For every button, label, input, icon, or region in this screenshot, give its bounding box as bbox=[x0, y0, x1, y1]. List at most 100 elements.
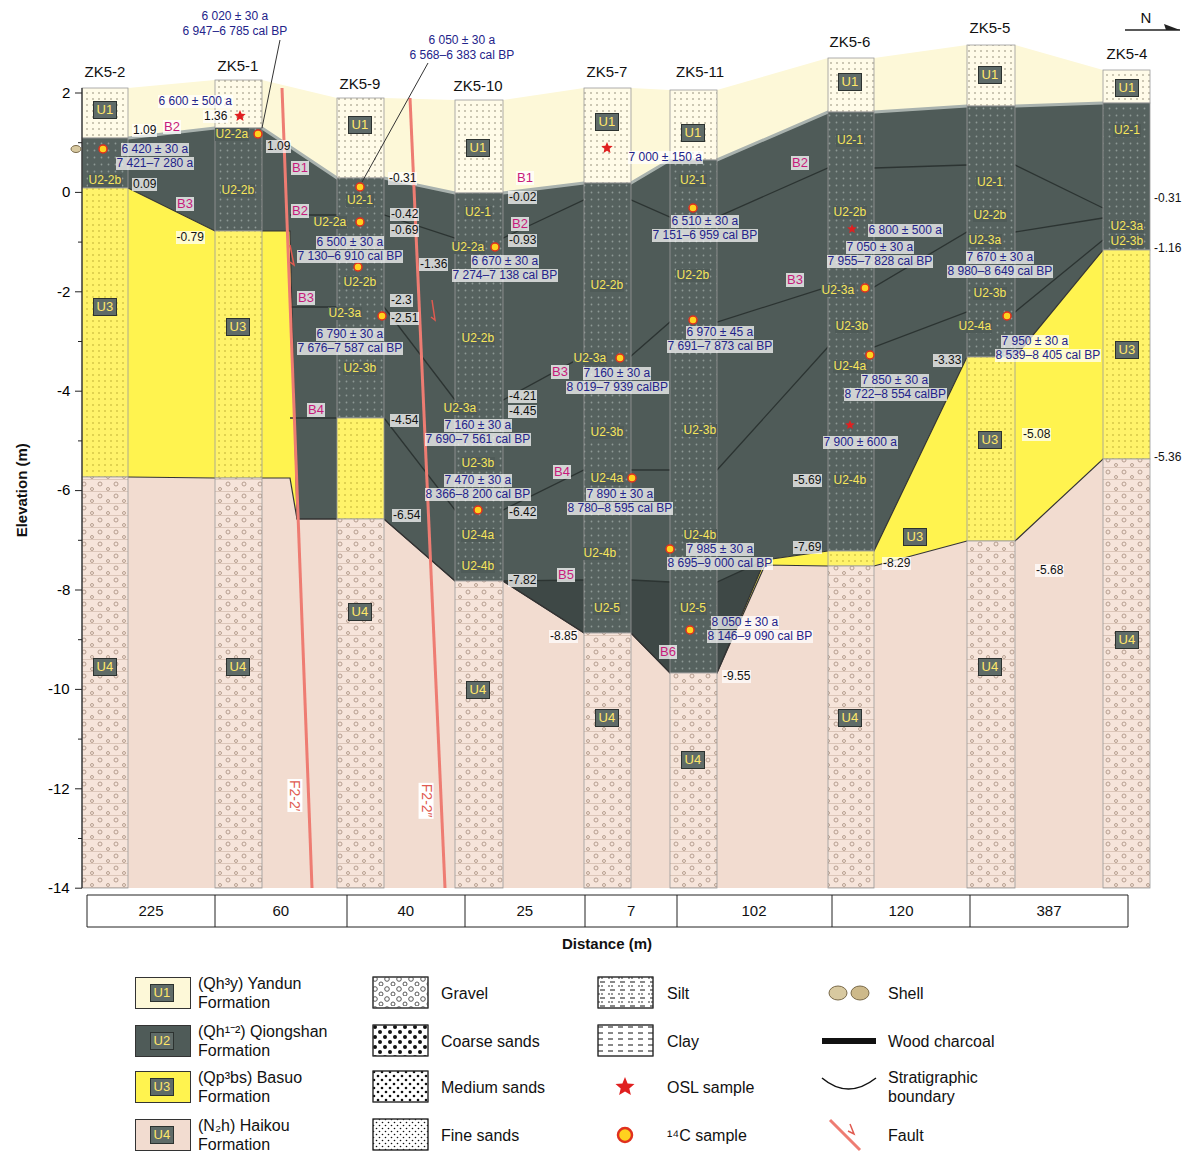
date-label: 8 050 ± 30 a bbox=[711, 616, 780, 629]
unit-label: U2-2b bbox=[461, 332, 496, 345]
elevation-label: -9.55 bbox=[722, 670, 751, 683]
borehole-layer bbox=[337, 519, 384, 888]
borehole-layer-pattern bbox=[1103, 70, 1150, 103]
unit-label: U2-2a bbox=[451, 241, 486, 254]
date-label: 8 780–8 595 cal BP bbox=[567, 502, 674, 515]
fault-motion-arrow bbox=[290, 245, 294, 265]
borehole-layer-pattern bbox=[584, 88, 631, 183]
legend-sample bbox=[820, 976, 878, 1010]
unit-label: U2-2b bbox=[221, 184, 256, 197]
distance-value: 40 bbox=[398, 903, 415, 920]
elevation-label: 1.36 bbox=[203, 110, 228, 123]
borehole-layer-pattern bbox=[584, 183, 631, 633]
legend-text: (N₂h) Haikou Formation bbox=[198, 1116, 353, 1154]
borehole-layer bbox=[828, 58, 874, 112]
unit-label: U2-4a bbox=[833, 360, 868, 373]
osl-sample-marker bbox=[234, 110, 245, 121]
elevation-label: -5.69 bbox=[793, 474, 822, 487]
c14-sample-marker bbox=[628, 474, 636, 482]
date-label: 6 420 ± 30 a bbox=[121, 143, 190, 156]
unit-label: U2-5 bbox=[679, 602, 707, 615]
borehole-layer bbox=[337, 418, 384, 519]
date-label: 7 670 ± 30 a bbox=[966, 251, 1035, 264]
elevation-label: -8.85 bbox=[549, 630, 578, 643]
c14-sample-marker bbox=[474, 506, 482, 514]
date-label: 6 790 ± 30 a bbox=[316, 328, 385, 341]
boundary-label: B2 bbox=[791, 156, 809, 170]
unit-code: U1 bbox=[154, 985, 171, 1000]
boundary-label: B2 bbox=[163, 120, 181, 134]
unit-label: U2-3a bbox=[573, 352, 608, 365]
unit-label: U2-3b bbox=[343, 362, 378, 375]
axis-tick-label: -8 bbox=[57, 582, 70, 599]
legend-text: Fault bbox=[888, 1126, 1018, 1145]
borehole-layer-pattern bbox=[215, 231, 262, 478]
unit-box: U4 bbox=[348, 603, 373, 622]
boundary-label: B4 bbox=[307, 403, 325, 417]
date-label: 8 019–7 939 calBP bbox=[566, 381, 669, 394]
borehole-layer bbox=[1103, 250, 1150, 459]
legend-sample-pattern bbox=[373, 1071, 428, 1102]
date-label: 7 890 ± 30 a bbox=[586, 488, 655, 501]
borehole-name: ZK5-10 bbox=[454, 78, 503, 95]
c14-sample-marker bbox=[866, 351, 874, 359]
unit-box: U4 bbox=[226, 658, 251, 677]
date-label: 7 160 ± 30 a bbox=[583, 367, 652, 380]
legend-text: (Qh¹⁻²) Qiongshan Formation bbox=[198, 1022, 353, 1060]
elevation-label: -0.69 bbox=[390, 224, 419, 237]
distance-value: 102 bbox=[742, 903, 767, 920]
distance-table-line bbox=[585, 895, 586, 927]
borehole-layer-pattern bbox=[828, 551, 874, 566]
legend-text: Silt bbox=[667, 984, 797, 1003]
unit-label: U2-5 bbox=[593, 602, 621, 615]
elevation-label: -2.51 bbox=[390, 312, 419, 325]
borehole-layer bbox=[670, 90, 717, 160]
unit-label: U2-1 bbox=[464, 206, 492, 219]
legend-sample bbox=[597, 1070, 655, 1104]
legend-text: Fine sands bbox=[441, 1126, 571, 1145]
axis-tick-label: -6 bbox=[57, 482, 70, 499]
boundary-label: B3 bbox=[297, 291, 315, 305]
borehole-layer bbox=[1103, 103, 1150, 250]
borehole-layer-pattern bbox=[584, 633, 631, 888]
unit-label: U2-3b bbox=[835, 320, 870, 333]
osl-sample-marker bbox=[845, 420, 855, 429]
date-label: 6 500 ± 30 a bbox=[316, 236, 385, 249]
fault-symbol bbox=[848, 1124, 854, 1134]
unit-code: U4 bbox=[1119, 632, 1136, 647]
unit-label: U2-3a bbox=[968, 234, 1003, 247]
date-label: 6 970 ± 45 a bbox=[686, 326, 755, 339]
unit-label: U2-4a bbox=[958, 320, 993, 333]
borehole-name: N bbox=[1141, 10, 1152, 27]
legend-text: Shell bbox=[888, 984, 1018, 1003]
date-label: 7 985 ± 30 a bbox=[686, 543, 755, 556]
boundary-label: B3 bbox=[551, 365, 569, 379]
unit-label: U2-3a bbox=[821, 284, 856, 297]
elevation-label: -2.3 bbox=[390, 294, 413, 307]
date-label: 7 691–7 873 cal BP bbox=[667, 340, 774, 353]
unit-box: U4 bbox=[466, 681, 491, 700]
borehole-layer-pattern bbox=[670, 673, 717, 888]
unit-box: U1 bbox=[978, 66, 1003, 85]
legend-sample bbox=[372, 1024, 430, 1058]
unit-box: U2 bbox=[150, 1032, 175, 1051]
borehole-layer bbox=[82, 88, 128, 138]
borehole-layer-pattern bbox=[1103, 459, 1150, 888]
date-label: 7 160 ± 30 a bbox=[444, 419, 513, 432]
unit-label: U2-3b bbox=[1110, 235, 1145, 248]
shell-symbol bbox=[851, 986, 869, 1000]
borehole-name: ZK5-5 bbox=[970, 20, 1011, 37]
unit-code: U3 bbox=[230, 319, 247, 334]
borehole-layer bbox=[1103, 70, 1150, 103]
borehole-layer bbox=[584, 88, 631, 183]
borehole-name: ZK5-11 bbox=[676, 64, 724, 81]
unit-label: U2-1 bbox=[1113, 124, 1141, 137]
unit-label: U2-2b bbox=[88, 174, 123, 187]
unit-box: U3 bbox=[978, 431, 1003, 450]
unit-label: U2-4b bbox=[583, 547, 618, 560]
borehole-layer bbox=[337, 98, 384, 178]
legend-sample bbox=[820, 1118, 878, 1152]
distance-value: 25 bbox=[517, 903, 534, 920]
unit-code: U4 bbox=[97, 659, 114, 674]
